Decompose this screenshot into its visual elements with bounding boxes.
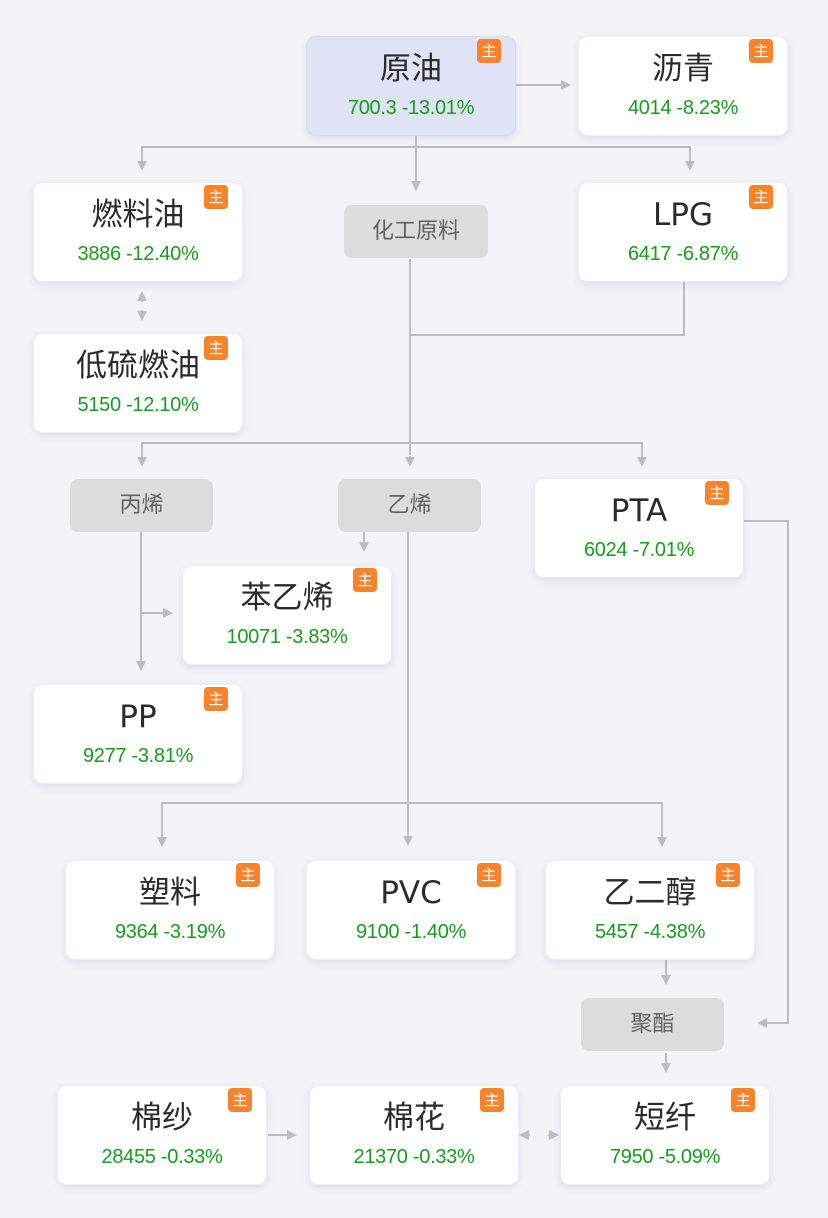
node-name: PTA <box>610 493 668 529</box>
node-quote: 5150 -12.10% <box>77 394 199 416</box>
node-low-sulfur-fuel-oil[interactable]: 低硫燃油 5150 -12.10% 主 <box>33 333 243 433</box>
main-contract-badge-icon: 主 <box>228 1088 252 1112</box>
category-chem-feedstock: 化工原料 <box>344 205 488 258</box>
node-pvc[interactable]: PVC 9100 -1.40% 主 <box>306 860 516 960</box>
node-plastic[interactable]: 塑料 9364 -3.19% 主 <box>65 860 275 960</box>
node-cotton-yarn[interactable]: 棉纱 28455 -0.33% 主 <box>57 1085 267 1185</box>
node-quote: 700.3 -13.01% <box>347 97 475 119</box>
category-propylene: 丙烯 <box>70 479 213 532</box>
node-name: 短纤 <box>634 1100 696 1136</box>
main-contract-badge-icon: 主 <box>480 1088 504 1112</box>
node-crude-oil[interactable]: 原油 700.3 -13.01% 主 <box>306 36 516 136</box>
node-quote: 28455 -0.33% <box>101 1146 223 1168</box>
node-name: 棉花 <box>383 1100 445 1136</box>
category-ethylene: 乙烯 <box>338 479 481 532</box>
node-ethylene-glycol[interactable]: 乙二醇 5457 -4.38% 主 <box>545 860 755 960</box>
node-name: 苯乙烯 <box>240 580 334 616</box>
main-contract-badge-icon: 主 <box>204 336 228 360</box>
category-polyester: 聚酯 <box>581 998 724 1051</box>
node-name: 低硫燃油 <box>76 348 200 384</box>
node-quote: 5457 -4.38% <box>594 921 706 943</box>
main-contract-badge-icon: 主 <box>731 1088 755 1112</box>
node-quote: 21370 -0.33% <box>353 1146 475 1168</box>
node-styrene[interactable]: 苯乙烯 10071 -3.83% 主 <box>182 565 392 665</box>
node-quote: 6024 -7.01% <box>583 539 695 561</box>
main-contract-badge-icon: 主 <box>204 687 228 711</box>
node-lpg[interactable]: LPG 6417 -6.87% 主 <box>578 182 788 282</box>
node-name: 沥青 <box>652 51 714 87</box>
node-name: 棉纱 <box>131 1100 193 1136</box>
node-quote: 4014 -8.23% <box>627 97 739 119</box>
main-contract-badge-icon: 主 <box>477 863 501 887</box>
main-contract-badge-icon: 主 <box>477 39 501 63</box>
node-quote: 9100 -1.40% <box>355 921 467 943</box>
node-name: PP <box>119 699 157 735</box>
node-quote: 9277 -3.81% <box>82 745 194 767</box>
main-contract-badge-icon: 主 <box>236 863 260 887</box>
node-pta[interactable]: PTA 6024 -7.01% 主 <box>534 478 744 578</box>
main-contract-badge-icon: 主 <box>749 39 773 63</box>
node-quote: 3886 -12.40% <box>77 243 199 265</box>
main-contract-badge-icon: 主 <box>705 481 729 505</box>
node-name: PVC <box>380 875 442 911</box>
node-name: LPG <box>653 197 713 233</box>
node-quote: 7950 -5.09% <box>609 1146 721 1168</box>
main-contract-badge-icon: 主 <box>353 568 377 592</box>
node-name: 乙二醇 <box>603 875 697 911</box>
node-cotton[interactable]: 棉花 21370 -0.33% 主 <box>309 1085 519 1185</box>
node-name: 塑料 <box>139 875 201 911</box>
node-pp[interactable]: PP 9277 -3.81% 主 <box>33 684 243 784</box>
node-quote: 9364 -3.19% <box>114 921 226 943</box>
main-contract-badge-icon: 主 <box>204 185 228 209</box>
node-quote: 6417 -6.87% <box>627 243 739 265</box>
main-contract-badge-icon: 主 <box>716 863 740 887</box>
node-name: 燃料油 <box>91 197 185 233</box>
node-name: 原油 <box>380 51 442 87</box>
node-fuel-oil[interactable]: 燃料油 3886 -12.40% 主 <box>33 182 243 282</box>
node-staple-fiber[interactable]: 短纤 7950 -5.09% 主 <box>560 1085 770 1185</box>
node-asphalt[interactable]: 沥青 4014 -8.23% 主 <box>578 36 788 136</box>
node-quote: 10071 -3.83% <box>226 626 348 648</box>
main-contract-badge-icon: 主 <box>749 185 773 209</box>
